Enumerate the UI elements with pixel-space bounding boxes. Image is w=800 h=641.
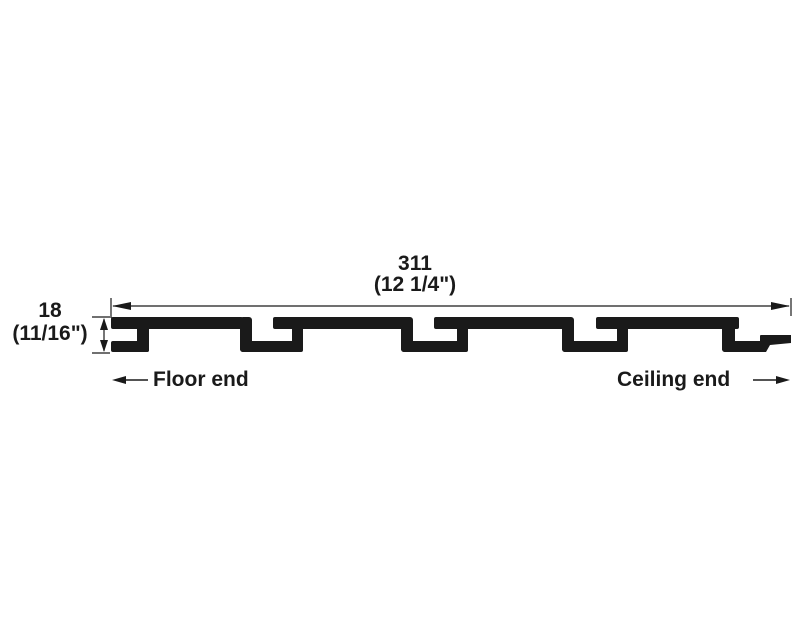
- arrow-left-icon: [112, 376, 148, 384]
- arrow-right-icon: [753, 376, 790, 384]
- floor-end-label: Floor end: [153, 368, 249, 391]
- width-imperial-label: (12 1/4"): [373, 273, 457, 296]
- thickness-imperial-label: (11/16"): [12, 322, 88, 345]
- thickness-dimension-line: [92, 316, 110, 354]
- ceiling-end-label: Ceiling end: [617, 368, 731, 391]
- width-dimension-line: [110, 298, 792, 318]
- width-metric-label: 311: [398, 252, 432, 275]
- thickness-metric-label: 18: [38, 299, 62, 322]
- panel-profile: [111, 317, 791, 352]
